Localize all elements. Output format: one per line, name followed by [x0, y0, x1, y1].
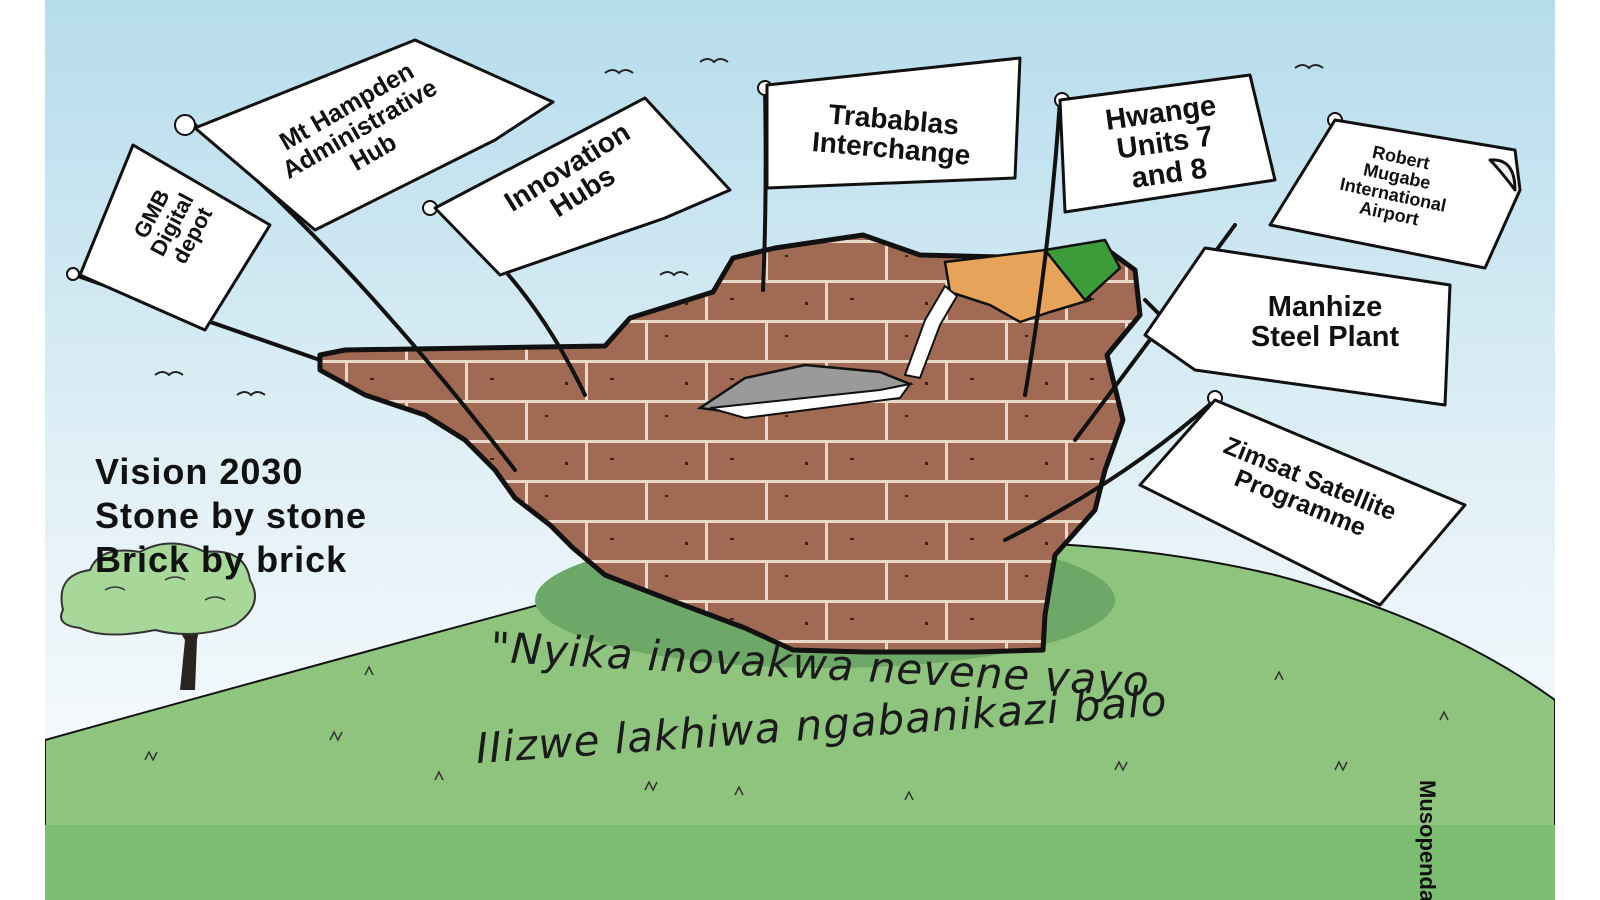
hand-with-trowel [696, 238, 1122, 420]
ground-strip [45, 825, 1555, 900]
grass-tufts [144, 665, 1449, 801]
cartoon-illustration [45, 0, 1555, 900]
caption-line-1: Vision 2030 [95, 451, 304, 492]
banner-innovation [433, 96, 732, 277]
banner-hwange [1058, 73, 1277, 214]
banner-airport [1268, 118, 1522, 270]
pole-tops [66, 80, 1343, 406]
caption-line-2: Stone by stone [95, 495, 368, 536]
cartoon-scene: GMB Digital depot Mt Hampden Administrat… [45, 0, 1555, 900]
tree [60, 542, 256, 690]
banner-trabablas [765, 56, 1022, 190]
banner-hampden [193, 38, 555, 232]
banner-gmb [78, 143, 272, 332]
flag-manhize-steel-plant: Manhize Steel Plant [1250, 291, 1400, 354]
caption-line-3: Brick by brick [95, 539, 348, 580]
banner-manhize [1143, 246, 1452, 407]
banners [78, 38, 1522, 607]
vision-caption: Vision 2030 Stone by stone Brick by bric… [95, 450, 367, 582]
artist-signature: Musopenda [1415, 780, 1440, 900]
banner-zimsat [1138, 398, 1467, 607]
